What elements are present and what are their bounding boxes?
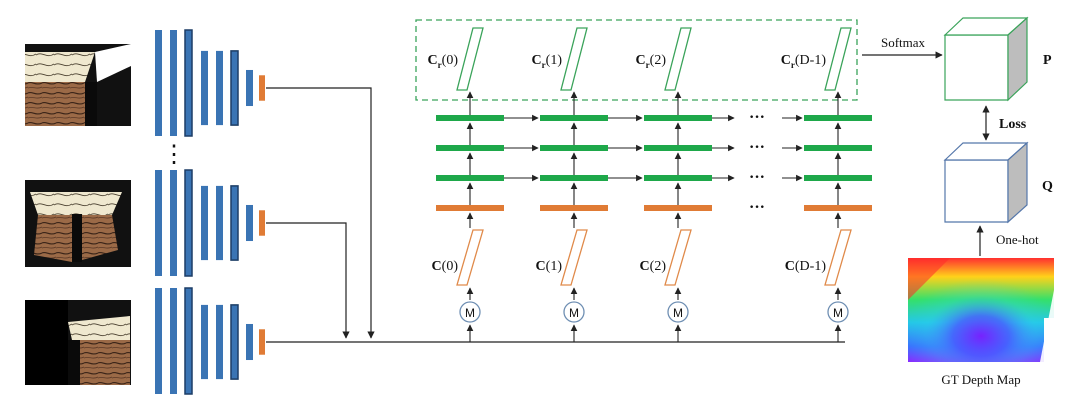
continuation-dots: ···: [749, 169, 765, 186]
gt-depth-label: GT Depth Map: [941, 372, 1020, 387]
regularized-label: Cr(2): [636, 53, 667, 70]
column-3: M C(D-1) Cr(D-1): [781, 27, 872, 342]
gru-bar: [540, 175, 608, 181]
feature-layer-bar: [230, 50, 239, 126]
feature-layer-bar: [246, 204, 253, 242]
merge-node-label: M: [673, 306, 683, 320]
feature-layer-bar: [246, 323, 253, 361]
probability-volume-p: P: [943, 16, 1052, 102]
cost-volume-slice: [560, 229, 588, 286]
continuation-dots: ···: [749, 109, 765, 126]
feature-layer-bar: [170, 288, 177, 394]
input-views: ⋮: [25, 44, 186, 385]
feature-extractors: [155, 29, 265, 395]
gru-bar: [644, 145, 712, 151]
feature-extractor-2: [155, 169, 265, 277]
gru-bar: [804, 115, 872, 121]
feature-layer-bar: [201, 304, 208, 380]
loss-link: Loss: [982, 105, 1027, 141]
merge-node-label: M: [569, 306, 579, 320]
feature-extractor-1: [155, 29, 265, 137]
conv-bar: [644, 205, 712, 211]
view-image-2: [25, 180, 131, 267]
gt-depth-map: GT Depth Map: [908, 258, 1054, 387]
cost-volume-slice: [664, 229, 692, 286]
gru-bar: [436, 145, 504, 151]
conv-bar: [540, 205, 608, 211]
loss-label: Loss: [999, 117, 1027, 132]
regularized-slice: [824, 27, 852, 91]
cost-volume-label: C(1): [536, 259, 563, 274]
gru-bar: [540, 115, 608, 121]
continuation-dots: ···: [749, 139, 765, 156]
feature-layer-bar: [170, 30, 177, 136]
feature-layer-bar: [259, 210, 265, 236]
softmax-branch: Softmax: [862, 35, 943, 59]
column-1: M C(1) Cr(1): [532, 27, 643, 342]
feature-layer-bar: [155, 170, 162, 276]
gru-bar: [644, 115, 712, 121]
conv-bar: [436, 205, 504, 211]
column-2: M C(2) Cr(2) ··· ··· ··· ···: [636, 27, 803, 342]
softmax-label: Softmax: [881, 35, 926, 50]
view-image-3: [25, 300, 131, 385]
feature-layer-bar: [216, 50, 223, 126]
q-label: Q: [1042, 179, 1053, 194]
one-hot-volume-q: Q: [943, 141, 1053, 224]
cost-volume-label: C(0): [432, 259, 459, 274]
merge-node-label: M: [833, 306, 843, 320]
regularized-label: Cr(D-1): [781, 53, 827, 70]
feature-layer-bar: [230, 185, 239, 261]
onehot-label: One-hot: [996, 232, 1039, 247]
merge-node: [667, 301, 689, 323]
cost-volume-slice: [456, 229, 484, 286]
gru-bar: [540, 145, 608, 151]
regularized-slice: [560, 27, 588, 91]
column-0: M C(0) Cr(0): [428, 27, 539, 342]
feature-layer-bar: [170, 170, 177, 276]
regularized-slice: [456, 27, 484, 91]
recurrent-columns: M C(0) Cr(0) M C(1) Cr(1) M C(2) Cr(2) ··· ··· ··· ·…: [428, 27, 872, 342]
feature-layer-bar: [184, 287, 193, 395]
continuation-dots: ···: [749, 199, 765, 216]
feature-layer-bar: [184, 29, 193, 137]
gru-bar: [804, 175, 872, 181]
feature-layer-bar: [184, 169, 193, 277]
feature-routing: [266, 87, 845, 343]
one-hot-link: One-hot: [976, 225, 1039, 256]
views-ellipsis: ⋮: [162, 142, 186, 168]
gru-bar: [436, 175, 504, 181]
feature-layer-bar: [216, 185, 223, 261]
cost-volume-label: C(2): [640, 259, 667, 274]
regularized-slice: [664, 27, 692, 91]
feature-layer-bar: [259, 75, 265, 101]
feature-layer-bar: [201, 185, 208, 261]
gru-bar: [804, 145, 872, 151]
cost-volume-label: C(D-1): [785, 259, 827, 274]
gru-bar: [436, 115, 504, 121]
feature-layer-bar: [201, 50, 208, 126]
gru-bar: [644, 175, 712, 181]
merge-node: [827, 301, 849, 323]
feature-layer-bar: [259, 329, 265, 355]
merge-node: [563, 301, 585, 323]
feature-layer-bar: [246, 69, 253, 107]
feature-extractor-3: [155, 287, 265, 395]
cost-volume-slice: [824, 229, 852, 286]
regularized-cost-box: [415, 19, 858, 101]
view-image-1: [25, 44, 131, 126]
feature-layer-bar: [155, 288, 162, 394]
conv-bar: [804, 205, 872, 211]
regularized-label: Cr(1): [532, 53, 563, 70]
merge-node: [459, 301, 481, 323]
regularized-label: Cr(0): [428, 53, 459, 70]
p-label: P: [1043, 53, 1052, 68]
merge-node-label: M: [465, 306, 475, 320]
feature-layer-bar: [155, 30, 162, 136]
feature-layer-bar: [216, 304, 223, 380]
feature-layer-bar: [230, 304, 239, 380]
